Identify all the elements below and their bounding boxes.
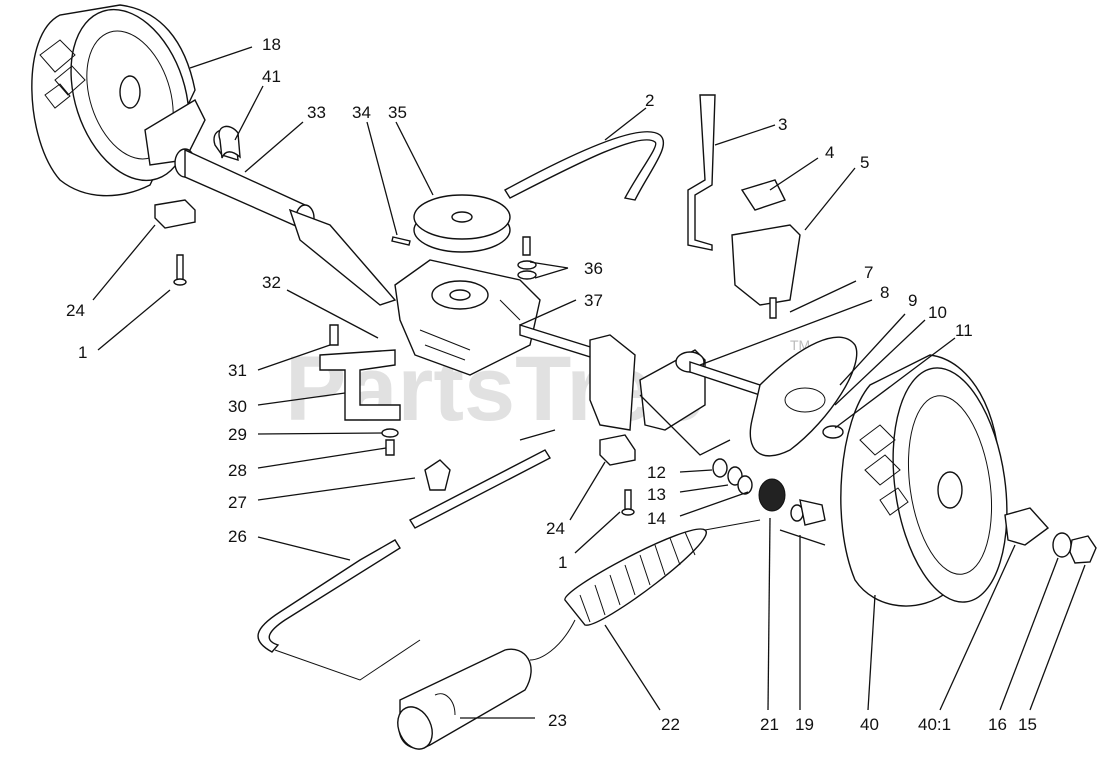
callout-24-left: 24	[66, 301, 85, 320]
hub-plate	[639, 349, 761, 431]
callout-22: 22	[661, 715, 680, 734]
callout-24-right: 24	[546, 519, 565, 538]
callout-5: 5	[860, 153, 869, 172]
callout-31: 31	[228, 361, 247, 380]
callout-26: 26	[228, 527, 247, 546]
callout-23: 23	[548, 711, 567, 730]
callout-16: 16	[988, 715, 1007, 734]
wheel-shield	[749, 336, 858, 457]
callout-1-right: 1	[558, 553, 567, 572]
callout-40-1: 40:1	[918, 715, 951, 734]
bracket-30	[319, 324, 401, 456]
callout-9: 9	[908, 291, 917, 310]
callout-15: 15	[1018, 715, 1037, 734]
callout-35: 35	[388, 103, 407, 122]
bracket-24-left	[154, 199, 196, 286]
callout-7: 7	[864, 263, 873, 282]
callout-40: 40	[860, 715, 879, 734]
callout-4: 4	[825, 143, 834, 162]
callout-28: 28	[228, 461, 247, 480]
callout-12: 12	[647, 463, 666, 482]
callout-37: 37	[584, 291, 603, 310]
callout-14: 14	[647, 509, 666, 528]
spacer-nut	[1004, 507, 1097, 564]
spring	[529, 519, 761, 661]
pulley	[413, 194, 511, 253]
callout-34: 34	[352, 103, 371, 122]
callout-27: 27	[228, 493, 247, 512]
callout-21: 21	[760, 715, 779, 734]
transmission	[394, 259, 601, 376]
callout-2: 2	[645, 91, 654, 110]
callout-18: 18	[262, 35, 281, 54]
callout-13: 13	[647, 485, 666, 504]
callout-33: 33	[307, 103, 326, 122]
callout-10: 10	[928, 303, 947, 322]
axle-bracket	[589, 334, 636, 516]
callout-3: 3	[778, 115, 787, 134]
callout-11: 11	[955, 321, 973, 340]
leader-lines	[92, 46, 1086, 719]
control-rod	[687, 94, 801, 319]
callout-labels: 18 41 33 34 35 2 3 4 5 36 32 37 7 8 9 10…	[66, 35, 1037, 734]
callout-29: 29	[228, 425, 247, 444]
callout-32: 32	[262, 273, 281, 292]
handle-grip	[397, 648, 532, 750]
washers-gear	[712, 458, 826, 526]
drive-belt	[504, 131, 665, 201]
shift-rod	[257, 449, 551, 681]
callout-19: 19	[795, 715, 814, 734]
callout-8: 8	[880, 283, 889, 302]
right-wheel	[840, 354, 1008, 607]
small-hardware	[218, 125, 537, 280]
callout-1-left: 1	[78, 343, 87, 362]
callout-36: 36	[584, 259, 603, 278]
callout-30: 30	[228, 397, 247, 416]
callout-41: 41	[262, 67, 281, 86]
